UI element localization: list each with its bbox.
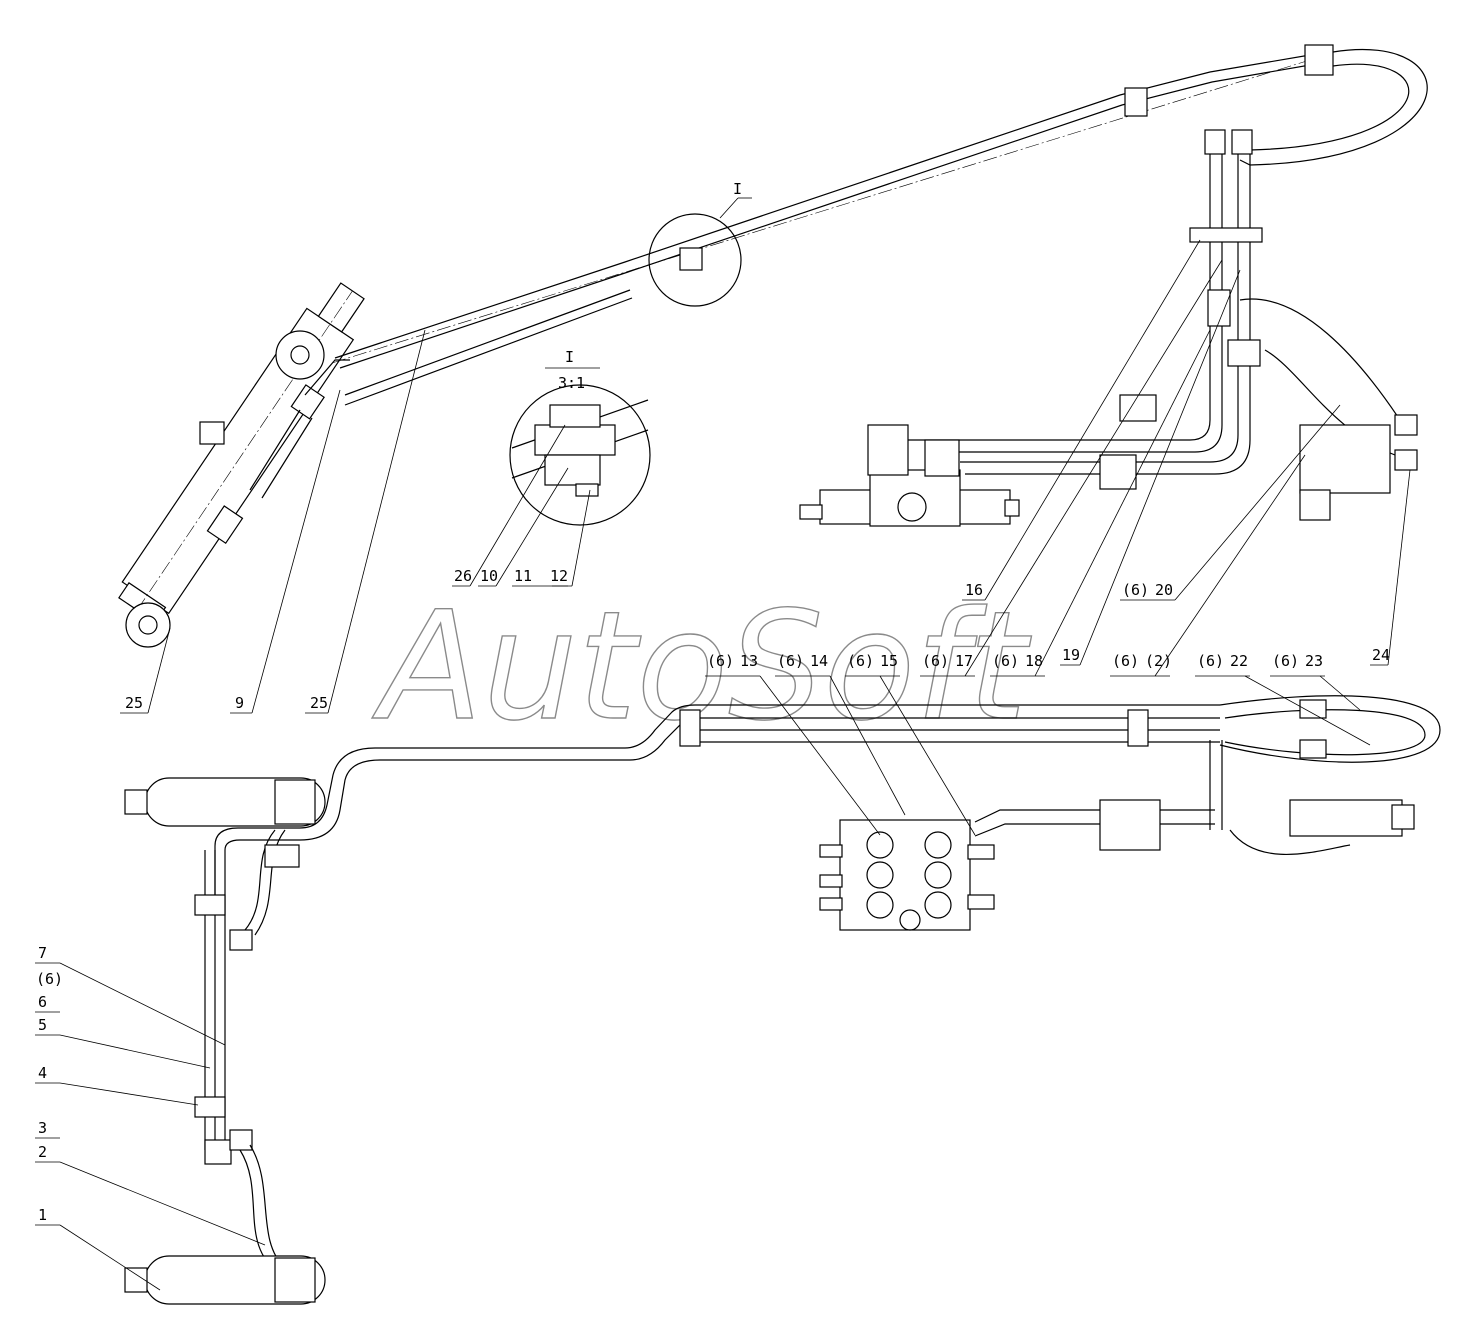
callout-8: 9 bbox=[235, 694, 244, 712]
upper-valve-group bbox=[799, 129, 1418, 527]
callout-15: 15 bbox=[880, 652, 898, 670]
left-vertical-pipes bbox=[194, 829, 300, 1271]
callout-6-14: (6) bbox=[777, 652, 804, 670]
callout-2: 2 bbox=[38, 1143, 47, 1161]
leader-lines bbox=[35, 239, 1411, 1291]
callout-6-2: (6) bbox=[1112, 652, 1139, 670]
callout-19: 19 bbox=[1062, 646, 1080, 664]
callout-22: 22 bbox=[1230, 652, 1248, 670]
callout-10: 10 bbox=[480, 567, 498, 585]
callout-9: 25 bbox=[310, 694, 328, 712]
top-left-tank bbox=[124, 777, 326, 827]
upper-pipe-run bbox=[331, 44, 1428, 406]
detail-view: I 3:1 bbox=[509, 348, 651, 526]
callout-25: 25 bbox=[125, 694, 143, 712]
bottom-left-tank bbox=[124, 1255, 326, 1305]
distributor-valve bbox=[819, 819, 995, 931]
detail-circle-marker: I bbox=[648, 180, 752, 307]
callout-6-20: (6) bbox=[1122, 581, 1149, 599]
callout-26: 26 bbox=[454, 567, 472, 585]
callout-12: 12 bbox=[550, 567, 568, 585]
callout-3: 3 bbox=[38, 1119, 47, 1137]
callout-13: 13 bbox=[740, 652, 758, 670]
callout-20: 20 bbox=[1155, 581, 1173, 599]
watermark: AutoSoft bbox=[372, 580, 1032, 754]
callout-6: 6 bbox=[38, 993, 47, 1011]
callout-16: 16 bbox=[965, 581, 983, 599]
callout-4: 4 bbox=[38, 1064, 47, 1082]
detail-marker-label: I bbox=[733, 180, 742, 198]
callout-14: 14 bbox=[810, 652, 828, 670]
callout-24: 24 bbox=[1372, 646, 1390, 664]
callout-7: 7 bbox=[38, 944, 47, 962]
lower-pipe-run bbox=[214, 695, 1441, 900]
callout-6-17: (6) bbox=[922, 652, 949, 670]
callout-6-23: (6) bbox=[1272, 652, 1299, 670]
detail-title: I bbox=[565, 348, 574, 366]
callout-6-13: (6) bbox=[707, 652, 734, 670]
callout-6-22: (6) bbox=[1197, 652, 1224, 670]
callout-23: 23 bbox=[1305, 652, 1323, 670]
detail-scale: 3:1 bbox=[558, 374, 585, 392]
callout-17: 17 bbox=[955, 652, 973, 670]
callout-6-15: (6) bbox=[847, 652, 874, 670]
callout-labels: 25 9 25 26 10 11 12 16 19 24 (6) 20 (6) … bbox=[36, 567, 1390, 1224]
callout-6b: (6) bbox=[36, 970, 63, 988]
callout-2b: (2) bbox=[1145, 652, 1172, 670]
callout-11: 11 bbox=[514, 567, 532, 585]
lift-cylinder bbox=[118, 282, 365, 648]
callout-1: 1 bbox=[38, 1206, 47, 1224]
callout-18: 18 bbox=[1025, 652, 1043, 670]
callout-6-18: (6) bbox=[992, 652, 1019, 670]
callout-5: 5 bbox=[38, 1016, 47, 1034]
